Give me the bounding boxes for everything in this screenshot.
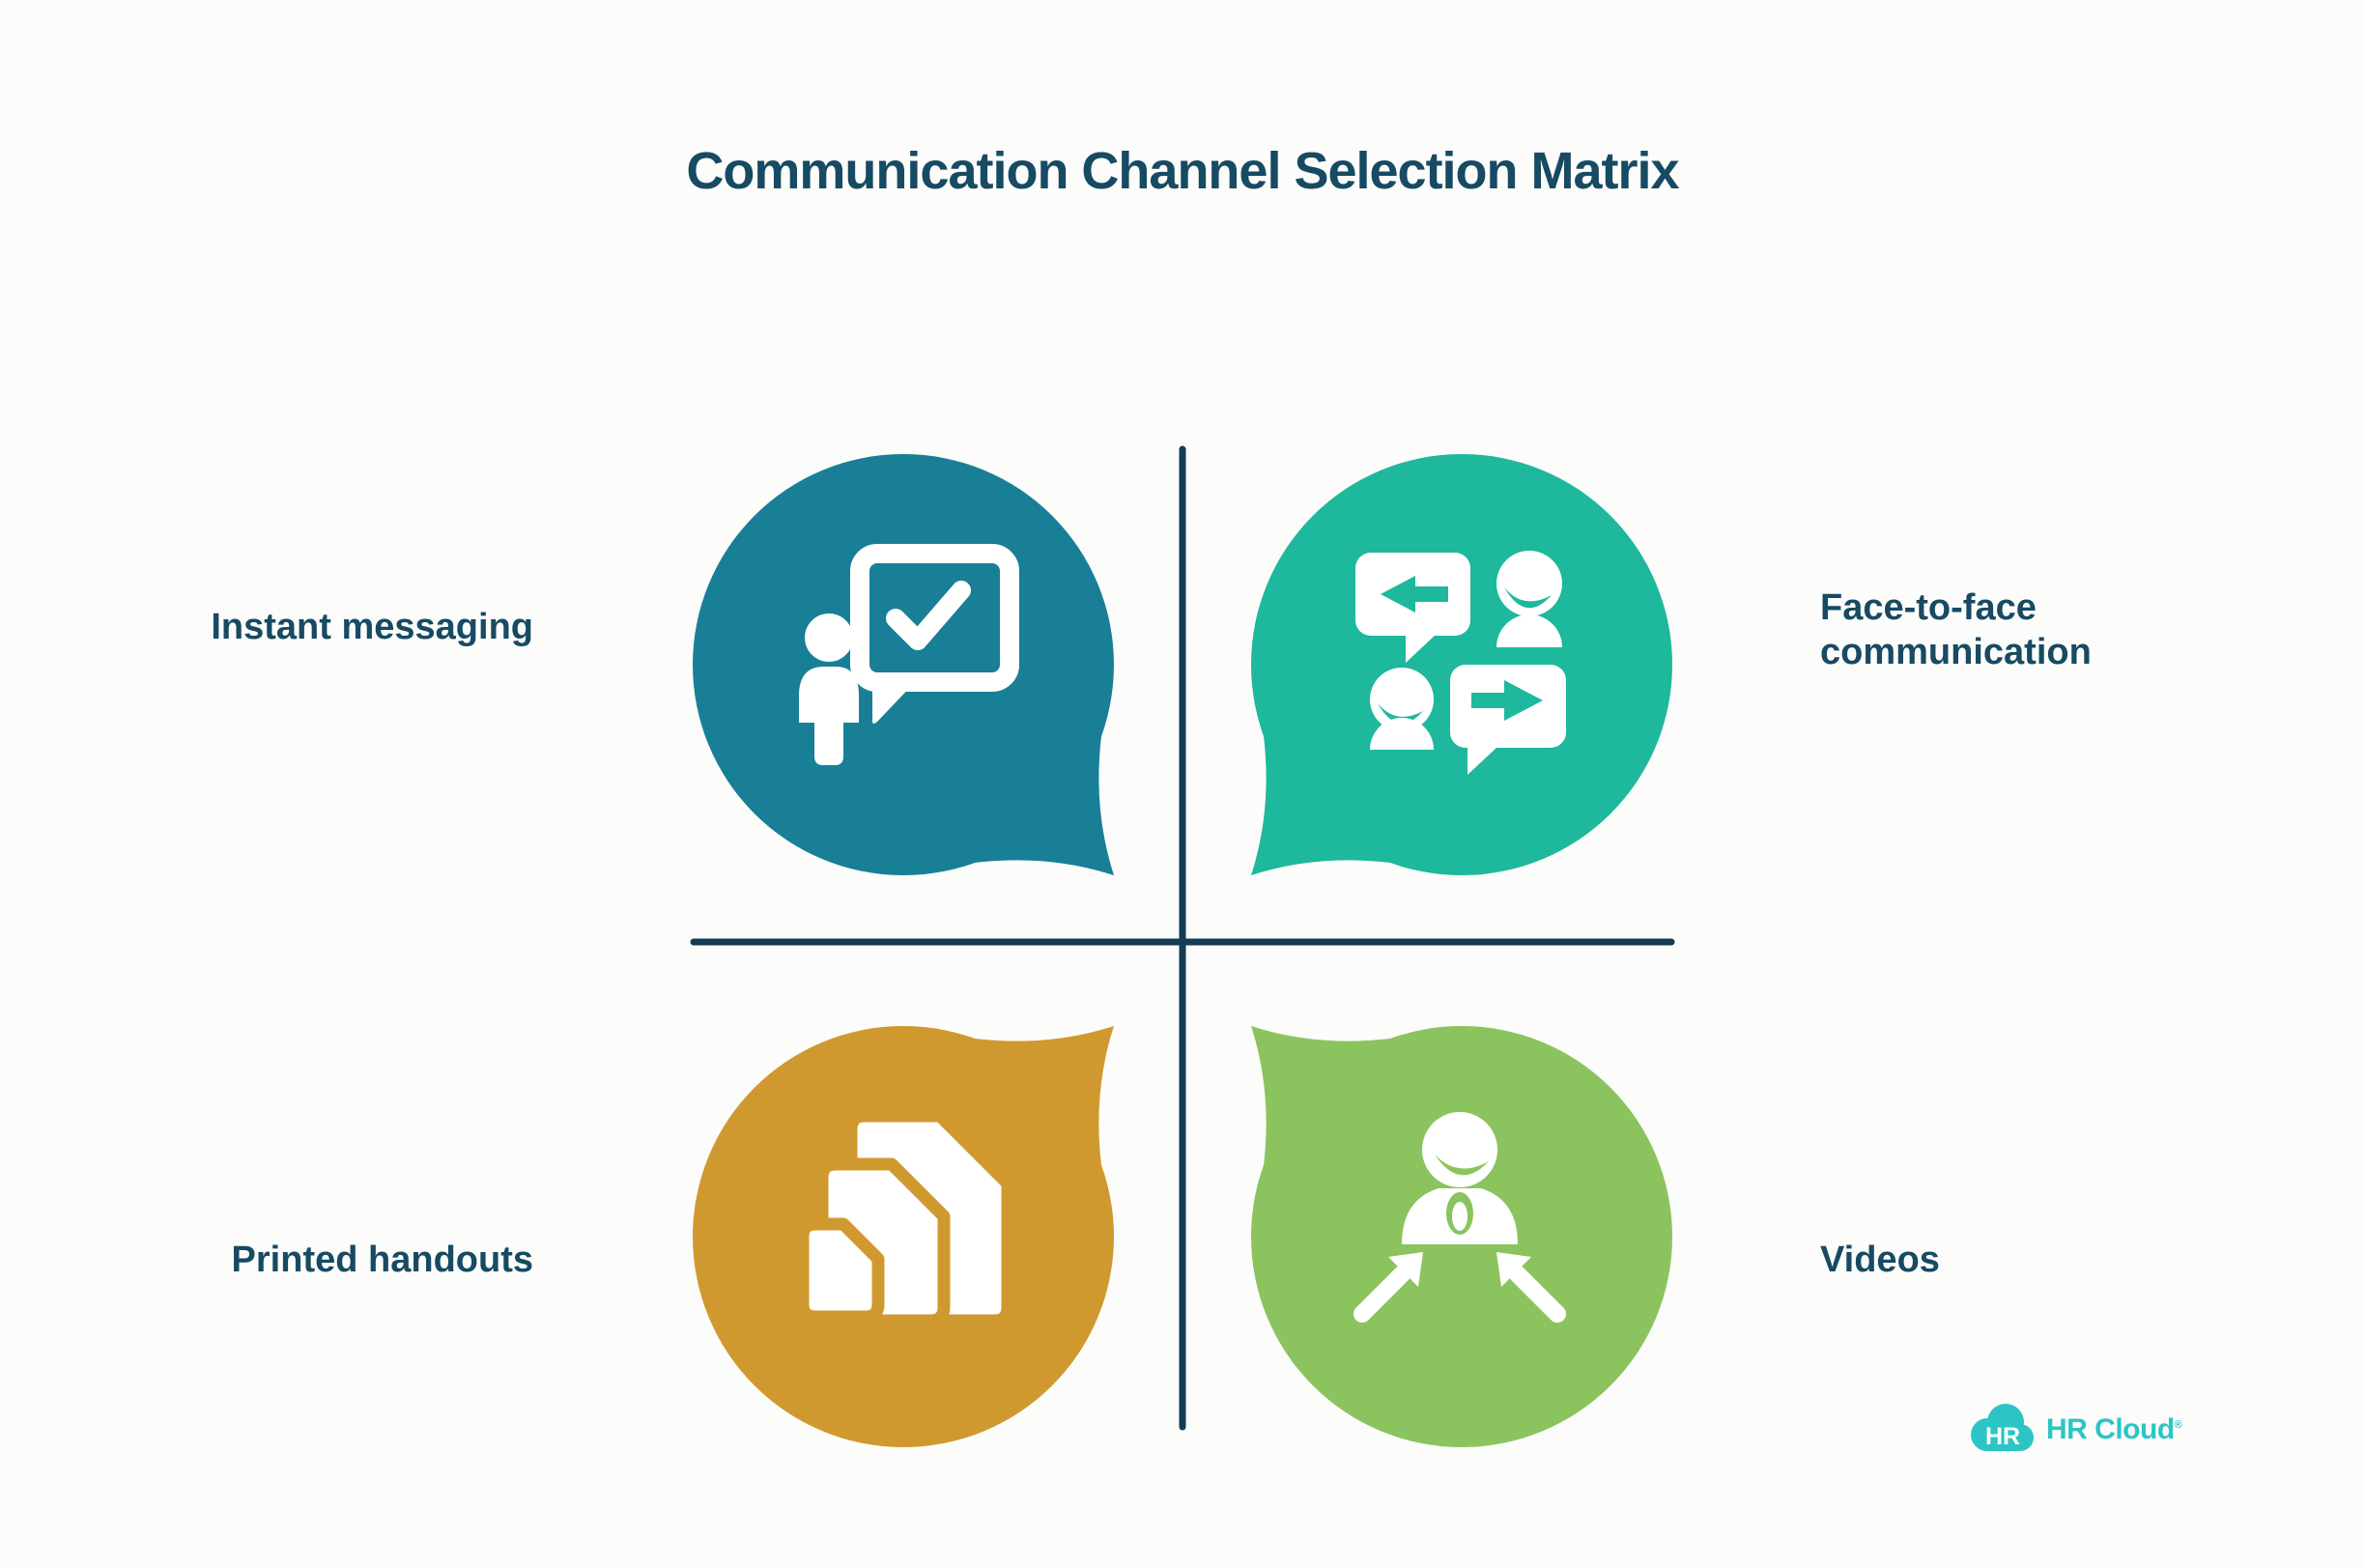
stacked-printed-documents-icon [796, 1109, 1014, 1327]
quadrant-label-printed-handouts: Printed handouts [231, 1240, 533, 1280]
speech-bubble-shape [693, 454, 1114, 875]
logo-badge-text: HR [1985, 1423, 2020, 1450]
quadrant-label-instant-messaging: Instant messaging [211, 607, 533, 647]
quadrant-label-videos: Videos [1820, 1240, 1940, 1280]
quadrant-bubble-printed-handouts [693, 1026, 1114, 1447]
person-presenting-checked-speech-icon [799, 544, 1019, 765]
cloud-badge-icon: HR [1971, 1404, 2034, 1451]
registered-mark: ® [2174, 1419, 2182, 1431]
person-with-converging-arrows-icon [1353, 1112, 1566, 1323]
speech-bubble-shape [1251, 454, 1672, 875]
logo-brand-label: HR Cloud [2046, 1413, 2175, 1445]
quadrant-bubble-videos [1251, 1026, 1672, 1447]
page-title: Communication Channel Selection Matrix [686, 142, 1679, 200]
quadrant-bubble-face-to-face [1251, 454, 1672, 875]
logo-brand-text: HR Cloud® [2046, 1413, 2182, 1446]
two-people-exchanging-messages-icon [1355, 551, 1566, 775]
hr-cloud-logo: HR HR Cloud® [1969, 1403, 2182, 1457]
quadrant-label-face-to-face: Face-to-face communication [1820, 587, 2092, 672]
quadrant-bubble-instant-messaging [693, 454, 1114, 875]
